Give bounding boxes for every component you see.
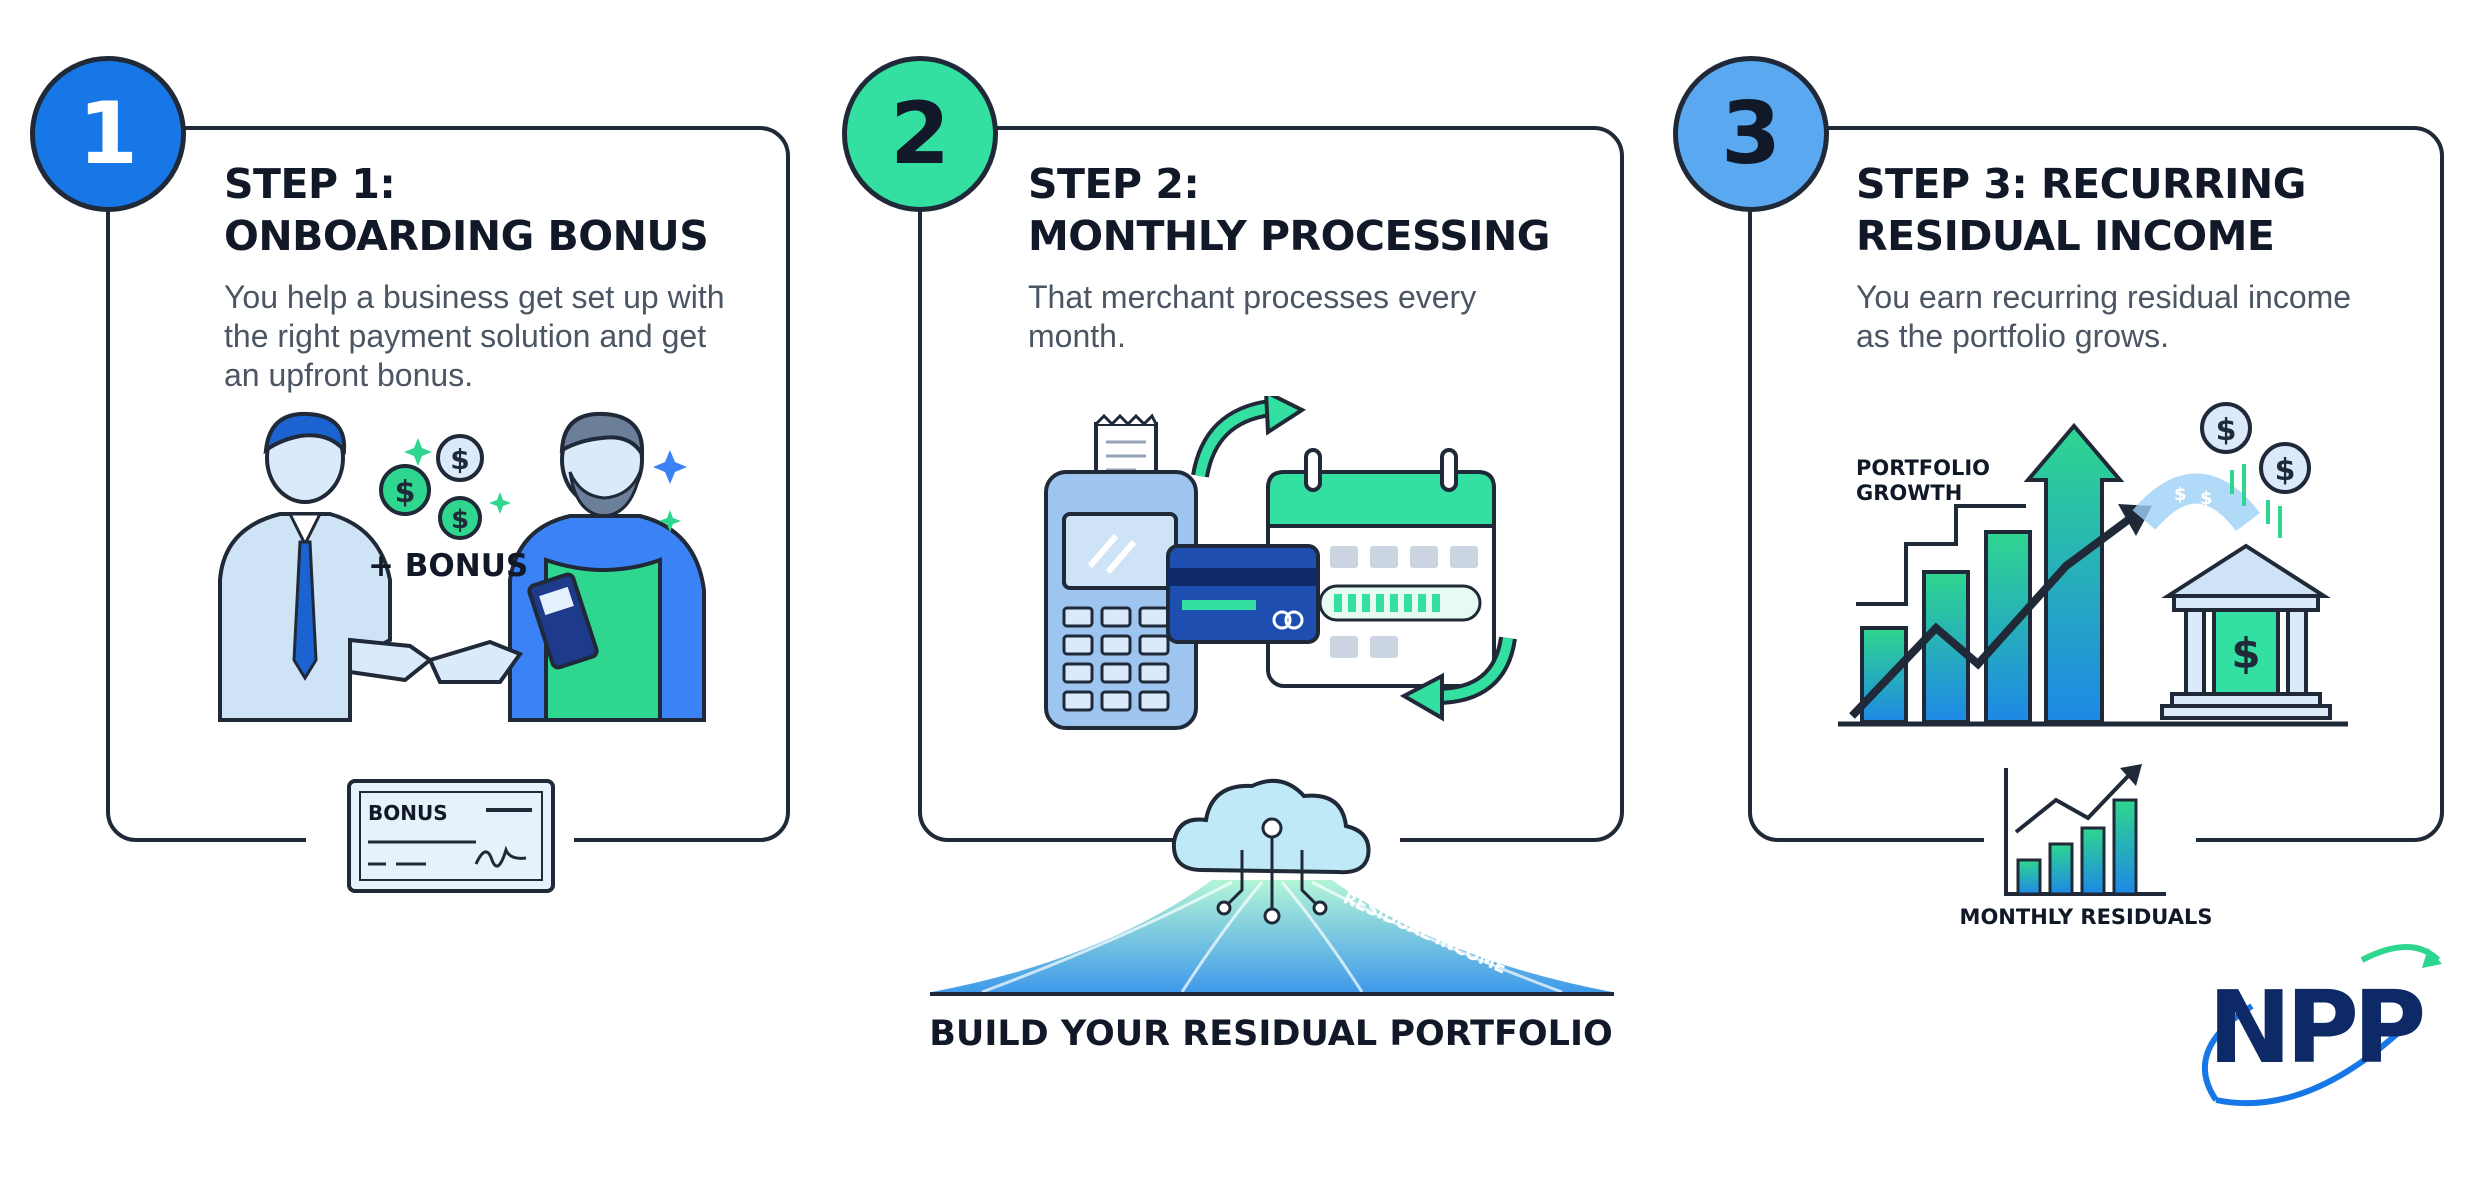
svg-text:$: $ (2216, 413, 2237, 448)
portfolio-growth-label-line1: PORTFOLIO (1856, 456, 1990, 480)
step-1-desc-line3: an upfront bonus. (224, 357, 474, 393)
step-2-title: STEP 2: MONTHLY PROCESSING (1028, 158, 1550, 262)
step-3-desc-line1: You earn recurring residual income (1856, 279, 2352, 315)
step-1-number: 1 (78, 84, 138, 184)
step-2-desc-line1: That merchant processes every (1028, 279, 1477, 315)
step-3-description: You earn recurring residual income as th… (1856, 278, 2351, 356)
step-1-desc-line1: You help a business get set up with (224, 279, 725, 315)
svg-text:$: $ (2275, 453, 2296, 488)
step-1-title: STEP 1: ONBOARDING BONUS (224, 158, 709, 262)
calendar-icon (1266, 448, 1496, 688)
check-label: BONUS (368, 801, 448, 825)
step-1-description: You help a business get set up with the … (224, 278, 725, 395)
return-arrow-icon (1435, 637, 1513, 701)
npp-logo: NPP (2201, 944, 2442, 1107)
bank-icon: $ (2160, 543, 2332, 720)
payment-terminal-icon (1044, 470, 1198, 730)
step-3-desc-line2: as the portfolio grows. (1856, 318, 2170, 354)
footer-title: BUILD YOUR RESIDUAL PORTFOLIO (929, 1014, 1613, 1054)
step-2-number: 2 (890, 84, 950, 184)
bonus-illustration-label: + BONUS (368, 548, 528, 584)
sparkle-icons (404, 438, 687, 532)
step-1-desc-line2: the right payment solution and get (224, 318, 707, 354)
svg-text:$: $ (2174, 484, 2187, 505)
portfolio-growth-label-line2: GROWTH (1856, 481, 1962, 505)
step-2-title-line1: STEP 2: (1028, 160, 1200, 208)
step-3-title-line2: RESIDUAL INCOME (1856, 212, 2275, 260)
growth-chart-icon: PORTFOLIO GROWTH $ $ $ $ $ (1838, 402, 2348, 727)
businessman-figure (218, 411, 434, 722)
step-3-number: 3 (1721, 84, 1781, 184)
step-2-title-line2: MONTHLY PROCESSING (1028, 212, 1550, 260)
step-2-description: That merchant processes every month. (1028, 278, 1476, 356)
monthly-residuals-chart-icon (2004, 764, 2166, 896)
step-2-number-badge: 2 (842, 56, 998, 212)
step-1-title-line1: STEP 1: (224, 160, 396, 208)
bonus-check-icon: BONUS (347, 779, 555, 893)
svg-text:$: $ (395, 475, 416, 510)
step-3-number-badge: 3 (1673, 56, 1829, 212)
monthly-processing-illustration (1044, 396, 1517, 730)
logo-text: NPP (2208, 969, 2423, 1086)
arrow-icon (1195, 403, 1271, 477)
step-1-title-line2: ONBOARDING BONUS (224, 212, 709, 260)
credit-card-icon (1166, 544, 1320, 644)
step-3-title-line1: STEP 3: RECURRING (1856, 160, 2306, 208)
step-2-desc-line2: month. (1028, 318, 1126, 354)
cloud-network-icon: RESIDUAL INCOME RESIDUAL INCOME (930, 778, 1614, 996)
svg-text:$: $ (2200, 488, 2213, 509)
merchant-figure (427, 411, 706, 722)
dollar-coin-icon: $ $ $ (379, 434, 484, 540)
svg-text:$: $ (2231, 629, 2260, 678)
handshake-illustration: $ $ $ + BONUS (218, 411, 706, 722)
step-3-title: STEP 3: RECURRING RESIDUAL INCOME (1856, 158, 2306, 262)
svg-text:$: $ (451, 505, 469, 535)
svg-text:$: $ (450, 443, 469, 476)
monthly-residuals-label: MONTHLY RESIDUALS (1959, 905, 2213, 929)
step-1-number-badge: 1 (30, 56, 186, 212)
